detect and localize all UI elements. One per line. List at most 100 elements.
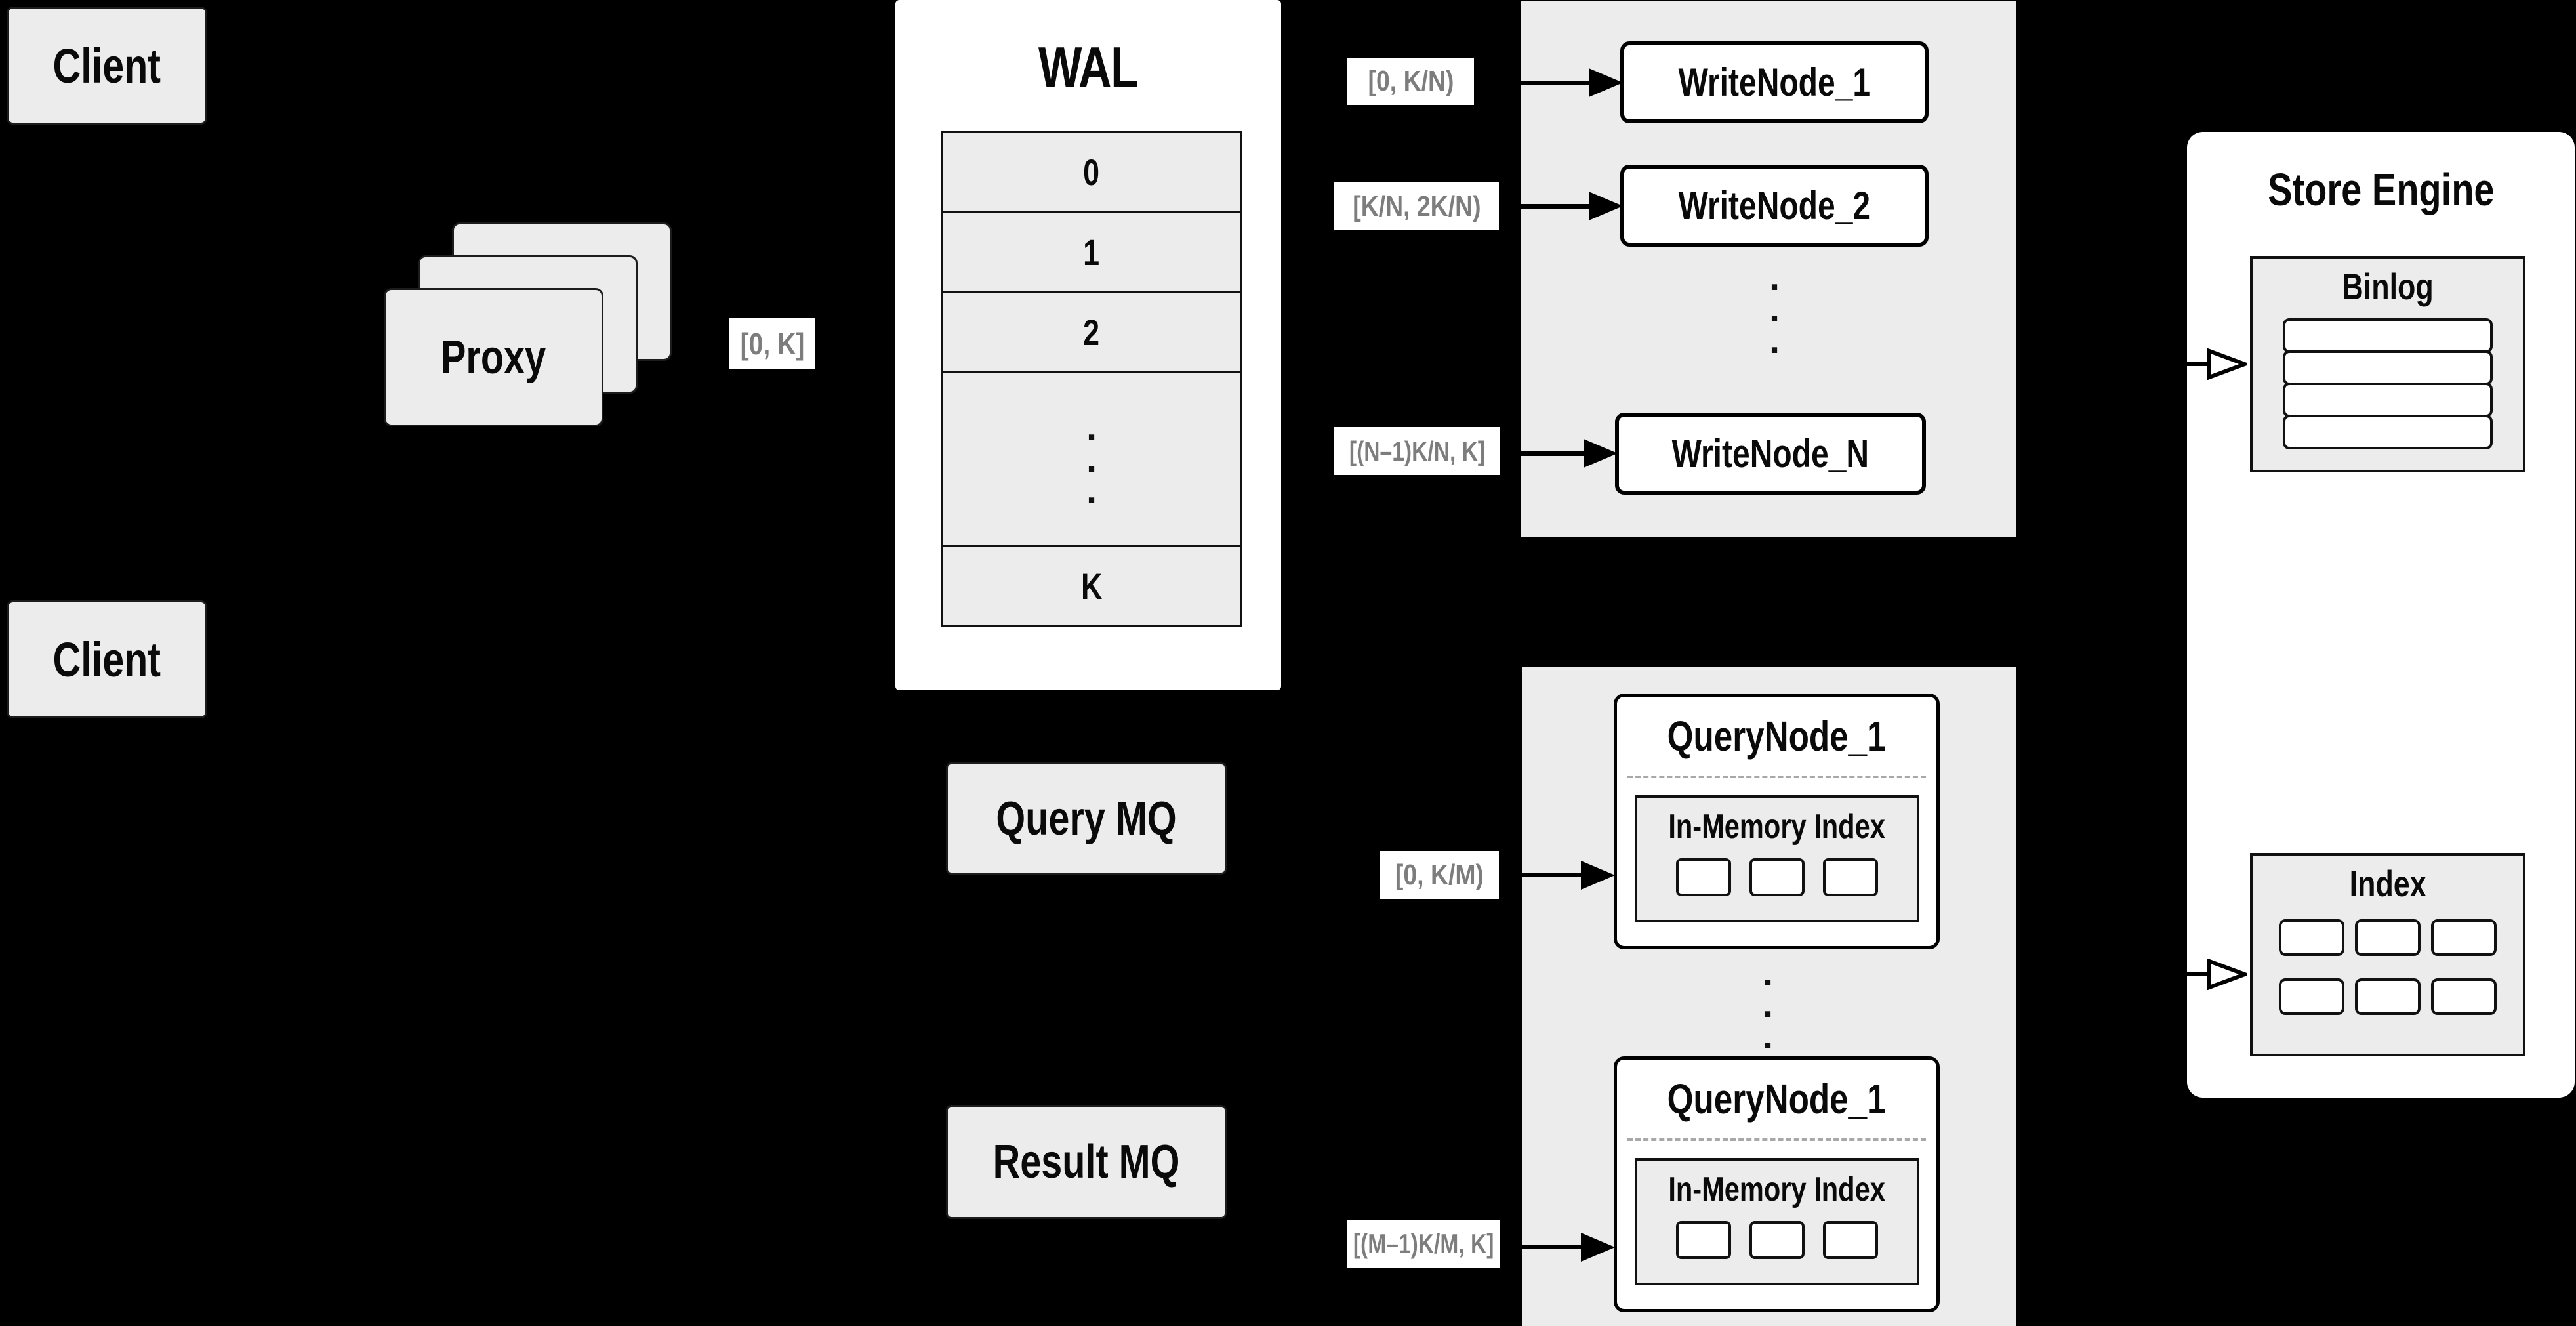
- write-node-1-box: WriteNode_1: [1620, 41, 1929, 123]
- write-group-ellipsis-icon: . . .: [1745, 256, 1804, 362]
- segment-cell: [1749, 1221, 1805, 1259]
- arrow-line-index: [2170, 972, 2213, 976]
- segment-cell: [1675, 1221, 1731, 1259]
- range-label-write-1: [0, K/N): [1347, 58, 1474, 105]
- in-memory-index-bottom-title: In-Memory Index: [1668, 1171, 1885, 1209]
- write-dot: .: [1768, 256, 1780, 299]
- store-engine-title-wrap: Store Engine: [2187, 163, 2575, 216]
- index-cell: [2279, 978, 2344, 1015]
- query-mq-label: Query MQ: [996, 792, 1177, 845]
- wal-dot: .: [1086, 437, 1097, 480]
- segment-cell: [1749, 858, 1805, 896]
- range-label-query-bottom: [(M–1)K/M, K]: [1347, 1220, 1500, 1268]
- arrow-line-query-bottom: [1522, 1245, 1585, 1249]
- arrowhead-icon-write-n: [1584, 439, 1618, 468]
- index-cell: [2355, 978, 2421, 1015]
- arrowhead-icon-query-bottom: [1581, 1233, 1615, 1262]
- store-engine-title: Store Engine: [2267, 164, 2495, 215]
- wal-row-1: 1: [941, 211, 1242, 293]
- in-memory-index-top-title-wrap: In-Memory Index: [1641, 807, 1912, 846]
- wal-row-0-label: 0: [1083, 152, 1100, 193]
- binlog-row: [2283, 318, 2493, 353]
- query-group-ellipsis-icon: . . .: [1738, 951, 1797, 1058]
- hollow-arrowhead-icon-index: [2207, 959, 2247, 990]
- arrow-line-query-top: [1522, 873, 1585, 877]
- wal-row-k: K: [941, 545, 1242, 627]
- write-dot: .: [1768, 287, 1780, 331]
- binlog-title-wrap: Binlog: [2253, 259, 2523, 308]
- arrow-line-write-1: [1521, 81, 1591, 85]
- result-mq-label: Result MQ: [992, 1136, 1180, 1188]
- wal-panel: WAL 0 1 2 . . . K: [895, 0, 1281, 690]
- wal-dot: .: [1086, 469, 1097, 512]
- query-node-top-divider: [1627, 776, 1926, 778]
- query-node-bottom-divider: [1627, 1138, 1926, 1141]
- in-memory-index-box-bottom: In-Memory Index: [1634, 1158, 1919, 1285]
- query-node-bottom-title-wrap: QueryNode_1: [1617, 1060, 1936, 1138]
- arrowhead-icon-write-1: [1589, 68, 1623, 97]
- arrowhead-icon-query-top: [1581, 861, 1615, 890]
- query-node-top-title: QueryNode_1: [1667, 713, 1886, 760]
- write-dot: .: [1768, 319, 1780, 362]
- wal-row-k-label: K: [1080, 566, 1103, 607]
- client-bottom-label: Client: [52, 632, 161, 687]
- result-mq-box: Result MQ: [946, 1105, 1227, 1219]
- wal-row-0: 0: [941, 131, 1242, 213]
- wal-dot: .: [1086, 405, 1097, 449]
- range-label-proxy-out-text: [0, K]: [740, 326, 804, 361]
- wal-row-ellipsis: . . .: [941, 371, 1242, 547]
- arrow-line-write-n: [1521, 451, 1586, 456]
- binlog-row: [2283, 415, 2493, 449]
- index-title-wrap: Index: [2253, 856, 2523, 905]
- wal-row-2-label: 2: [1083, 312, 1100, 353]
- client-box-bottom: Client: [7, 600, 207, 718]
- wal-ellipsis-icon: . . .: [1086, 405, 1097, 512]
- write-node-n-label: WriteNode_N: [1671, 432, 1870, 476]
- binlog-box: Binlog: [2250, 256, 2525, 472]
- proxy-box: Proxy: [384, 288, 603, 426]
- wal-row-1-label: 1: [1083, 232, 1100, 273]
- in-memory-index-bottom-title-wrap: In-Memory Index: [1641, 1170, 1912, 1209]
- range-label-write-1-text: [0, K/N): [1368, 65, 1454, 97]
- query-dot: .: [1762, 951, 1774, 994]
- range-label-write-2-text: [K/N, 2K/N): [1352, 190, 1481, 222]
- binlog-rows: [2253, 318, 2523, 449]
- wal-title-wrap: WAL: [895, 34, 1281, 101]
- query-node-bottom-title: QueryNode_1: [1667, 1075, 1886, 1123]
- index-title: Index: [2349, 863, 2426, 904]
- index-cells: [2253, 919, 2523, 1015]
- client-top-label: Client: [52, 38, 161, 93]
- proxy-label: Proxy: [441, 331, 546, 384]
- wal-row-2: 2: [941, 291, 1242, 373]
- query-node-bottom-box: QueryNode_1 In-Memory Index: [1614, 1056, 1940, 1312]
- segment-cell: [1675, 858, 1731, 896]
- in-memory-index-top-cells: [1675, 858, 1878, 896]
- query-mq-box: Query MQ: [946, 762, 1227, 875]
- range-label-proxy-out: [0, K]: [729, 318, 815, 369]
- binlog-row: [2283, 350, 2493, 385]
- index-box: Index: [2250, 853, 2525, 1056]
- index-cell: [2431, 978, 2497, 1015]
- index-cell: [2431, 919, 2497, 956]
- write-node-1-label: WriteNode_1: [1678, 60, 1871, 104]
- arrow-line-binlog: [2170, 362, 2213, 366]
- binlog-row: [2283, 383, 2493, 417]
- wal-title: WAL: [1038, 35, 1139, 100]
- store-engine-panel: Store Engine Binlog Index: [2187, 132, 2575, 1098]
- client-box-top: Client: [7, 7, 207, 125]
- segment-cell: [1822, 1221, 1878, 1259]
- write-node-2-label: WriteNode_2: [1678, 184, 1871, 228]
- hollow-arrowhead-icon-binlog: [2207, 348, 2247, 380]
- arrowhead-icon-write-2: [1589, 192, 1623, 220]
- in-memory-index-box-top: In-Memory Index: [1634, 795, 1919, 922]
- arrow-line-write-2: [1521, 204, 1591, 209]
- write-node-2-box: WriteNode_2: [1620, 165, 1929, 247]
- segment-cell: [1822, 858, 1878, 896]
- query-node-top-title-wrap: QueryNode_1: [1617, 697, 1936, 776]
- query-node-top-box: QueryNode_1 In-Memory Index: [1614, 694, 1940, 949]
- range-label-query-top-text: [0, K/M): [1395, 858, 1484, 891]
- query-dot: .: [1762, 1014, 1774, 1058]
- range-label-write-n: [(N–1)K/N, K]: [1334, 427, 1500, 475]
- range-label-query-top: [0, K/M): [1380, 851, 1499, 899]
- binlog-title: Binlog: [2342, 266, 2434, 307]
